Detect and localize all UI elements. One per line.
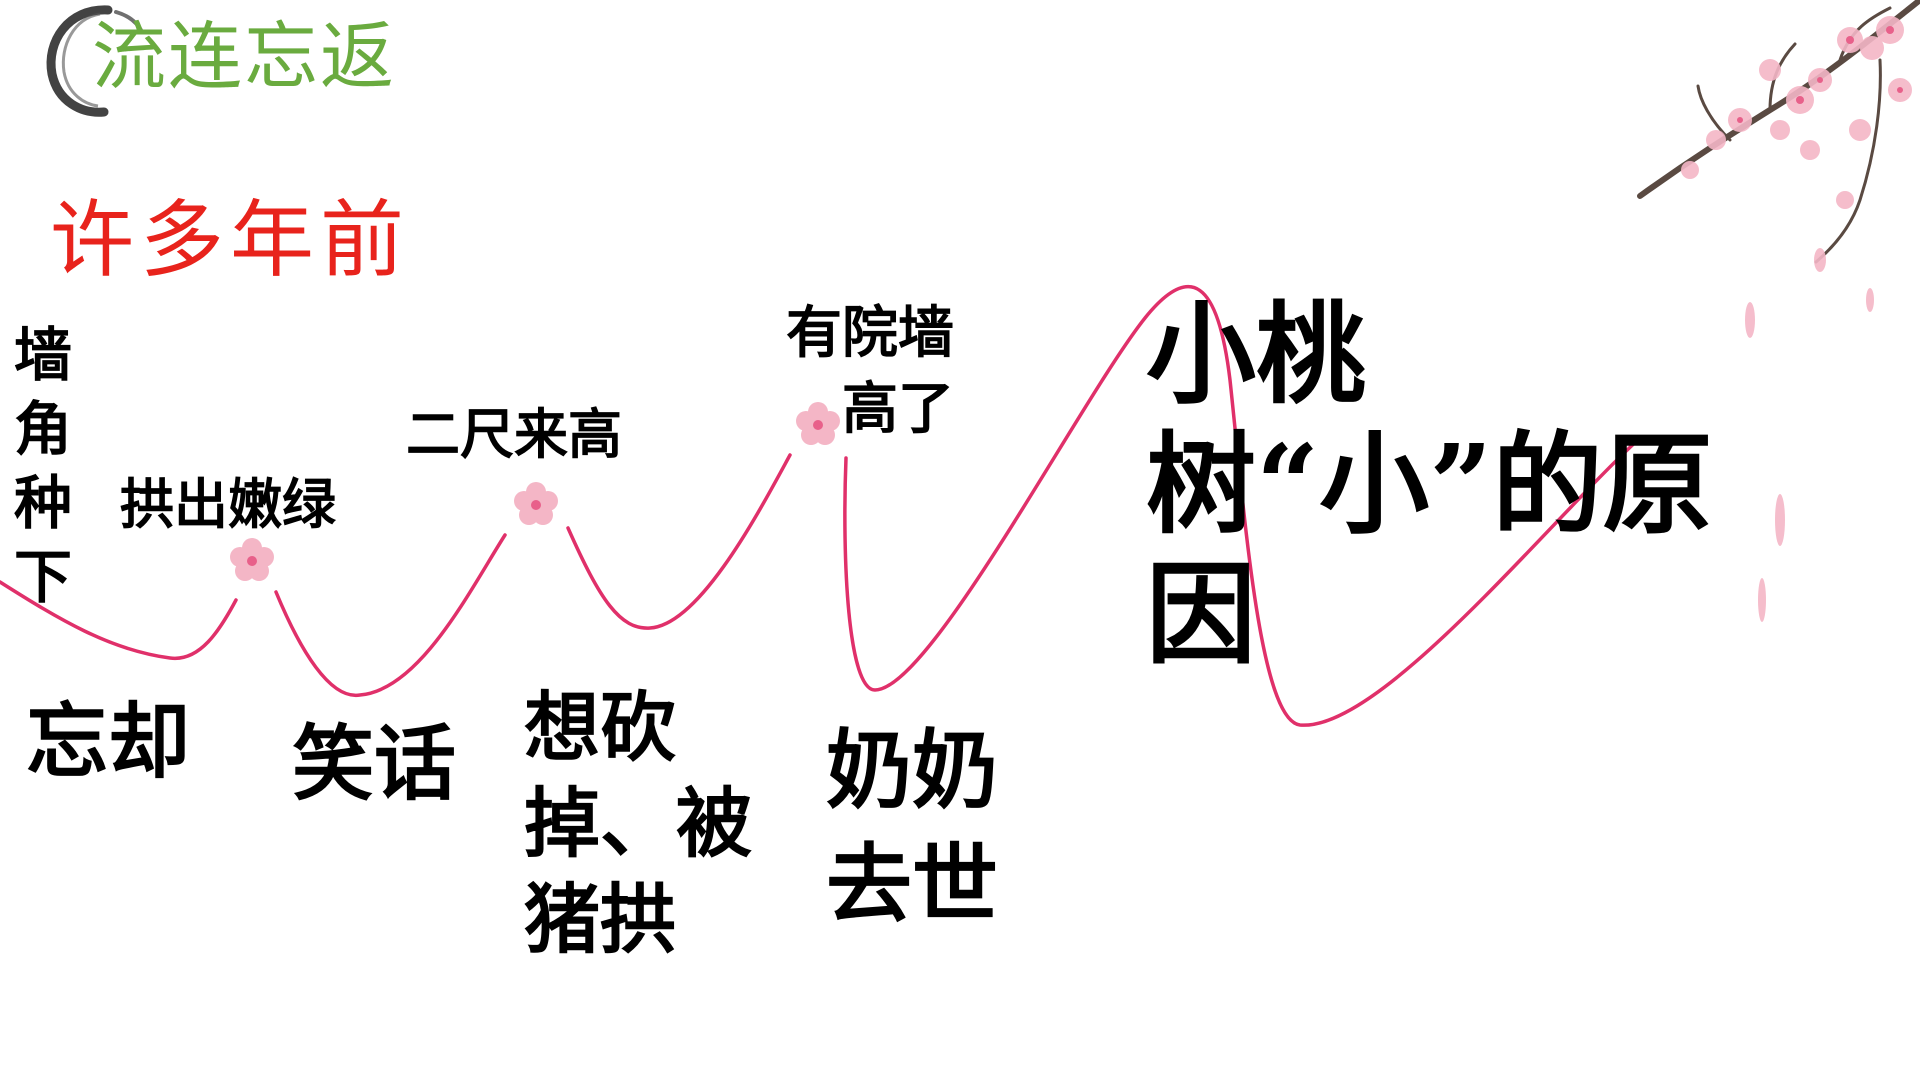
subtitle: 许多年前	[50, 191, 411, 289]
label-wangque: 忘却	[26, 695, 191, 790]
peach-blossom-icon	[514, 482, 558, 525]
label-nainai: 奶奶去世	[826, 721, 998, 935]
curve-path	[0, 285, 1642, 727]
label-qiangjiao: 墙角种下	[14, 321, 73, 611]
peach-blossom-icon	[796, 402, 840, 445]
label-gaole: 高了	[842, 377, 954, 442]
label-youyuan: 有院墙	[786, 301, 954, 366]
label-xiaohua: 笑话	[292, 717, 457, 812]
blossom-branch-icon	[1637, 0, 1920, 622]
label-erchi: 二尺来高	[406, 403, 622, 466]
label-gongchu: 拱出嫩绿	[120, 473, 336, 536]
brush-ring-icon	[46, 5, 144, 117]
label-xiaotao: 小桃树“小”的原因	[1146, 290, 1713, 679]
label-xiangkan: 想砍掉、被猪拱	[524, 683, 752, 964]
page-title: 流连忘返	[92, 14, 396, 100]
peach-blossom-icon	[230, 538, 274, 581]
